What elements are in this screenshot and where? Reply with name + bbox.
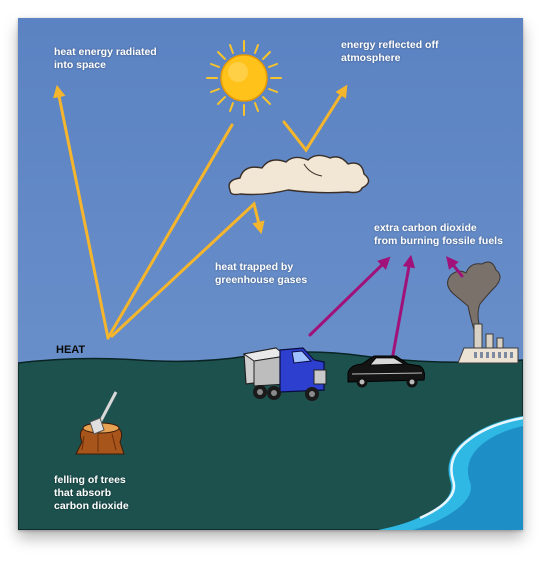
co2-arrows bbox=[308, 254, 464, 362]
factory-icon bbox=[447, 261, 519, 364]
heat-arrows bbox=[53, 84, 348, 340]
truck-icon bbox=[242, 347, 327, 401]
sea bbox=[378, 416, 523, 530]
arrow-ground-to-cloud bbox=[110, 201, 265, 338]
car-icon bbox=[347, 355, 425, 388]
label-energy-reflected: energy reflected off atmosphere bbox=[341, 39, 439, 64]
diagram-frame: heat energy radiated into space energy r… bbox=[18, 18, 523, 530]
arrow-reflected-off-atmosphere bbox=[282, 84, 348, 153]
greenhouse-effect-diagram bbox=[18, 18, 523, 530]
axe-icon bbox=[89, 391, 118, 435]
sun-icon bbox=[206, 40, 282, 116]
arrow-heat-into-space bbox=[53, 84, 110, 340]
arrow-car-co2 bbox=[390, 254, 416, 362]
cloud-icon bbox=[228, 154, 370, 196]
label-heat: HEAT bbox=[56, 344, 86, 356]
label-extra-co2: extra carbon dioxide from burning fossil… bbox=[374, 222, 503, 247]
arrow-factory-co2 bbox=[446, 256, 464, 278]
label-heat-radiated: heat energy radiated into space bbox=[54, 46, 157, 71]
arrow-sun-to-ground bbox=[106, 123, 234, 340]
arrow-truck-co2 bbox=[308, 256, 391, 337]
label-heat-trapped: heat trapped by greenhouse gases bbox=[215, 261, 308, 286]
label-felling-of-trees: felling of trees that absorb carbon diox… bbox=[54, 474, 129, 512]
